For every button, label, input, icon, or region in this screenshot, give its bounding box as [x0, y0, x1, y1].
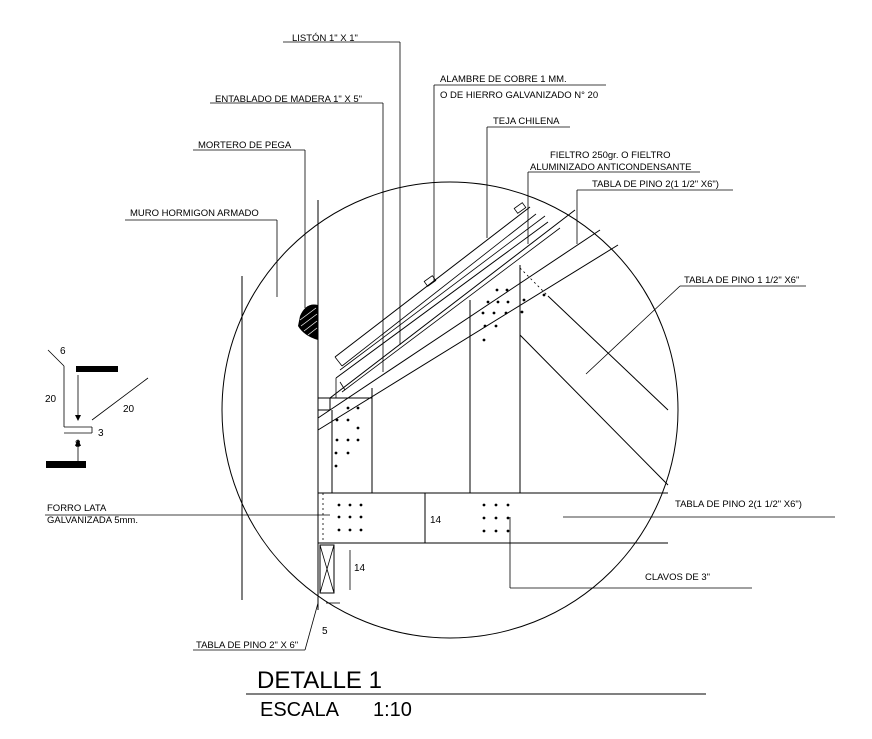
flashing-subdetail [46, 349, 149, 468]
label-alambre-2: O DE HIERRO GALVANIZADO N° 20 [440, 90, 598, 101]
lower-post [319, 544, 335, 594]
label-tabla-pino-2-bottom: TABLA DE PINO 2(1 1/2" X6") [675, 499, 802, 510]
dim-20-right: 20 [123, 404, 135, 415]
label-tabla-pino-1: TABLA DE PINO 1 1/2" X6" [684, 275, 799, 286]
label-forro-2: GALVANIZADA 5mm. [47, 515, 138, 526]
label-entablado: ENTABLADO DE MADERA 1" X 5" [215, 94, 362, 105]
detail-circle [221, 181, 679, 639]
tie-beam [318, 492, 668, 544]
dim-8: 8 [75, 439, 81, 450]
flashing-hatch-bottom [46, 461, 86, 468]
dim-20-left: 20 [45, 394, 57, 405]
dim-3: 3 [98, 428, 104, 439]
dim-14-post: 14 [354, 563, 366, 574]
label-muro: MURO HORMIGON ARMADO [130, 208, 259, 219]
roof-layers [317, 202, 619, 431]
dim-5: 5 [322, 626, 328, 637]
nail-group-upper-right [481, 288, 546, 342]
vertical-posts [331, 265, 549, 493]
flashing-hatch-top [76, 366, 118, 372]
label-fieltro-2: ALUMINIZADO ANTICONDENSANTE [530, 162, 692, 173]
dim-14-beam: 14 [430, 515, 442, 526]
label-mortero: MORTERO DE PEGA [198, 140, 292, 151]
label-clavos: CLAVOS DE 3" [645, 572, 710, 583]
nail-group-beam-right [482, 503, 510, 533]
leader-lines [45, 41, 835, 651]
title-main: DETALLE 1 [257, 667, 382, 694]
nail-group-beam-left [337, 503, 363, 532]
label-fieltro-1: FIELTRO 250gr. O FIELTRO [550, 150, 671, 161]
nail-dots [334, 288, 546, 533]
nail-group-left-post [334, 406, 360, 468]
label-tabla-pino-2-top: TABLA DE PINO 2(1 1/2" X6") [592, 179, 719, 190]
label-forro-1: FORRO LATA [47, 503, 107, 514]
label-alambre-1: ALAMBRE DE COBRE 1 MM. [440, 74, 567, 85]
diagonal-brace [519, 295, 669, 486]
title-block: DETALLE 1 ESCALA 1:10 [246, 667, 706, 721]
rafter-bearing [318, 378, 372, 411]
label-liston: LISTÓN 1" X 1" [292, 33, 358, 44]
scale-label: ESCALA [260, 699, 340, 721]
label-teja: TEJA CHILENA [493, 116, 560, 127]
mortar-blob [298, 304, 318, 340]
scale-value: 1:10 [373, 699, 412, 721]
label-tabla-pino-2x6: TABLA DE PINO 2" X 6" [196, 640, 298, 651]
dim-6: 6 [60, 346, 66, 357]
